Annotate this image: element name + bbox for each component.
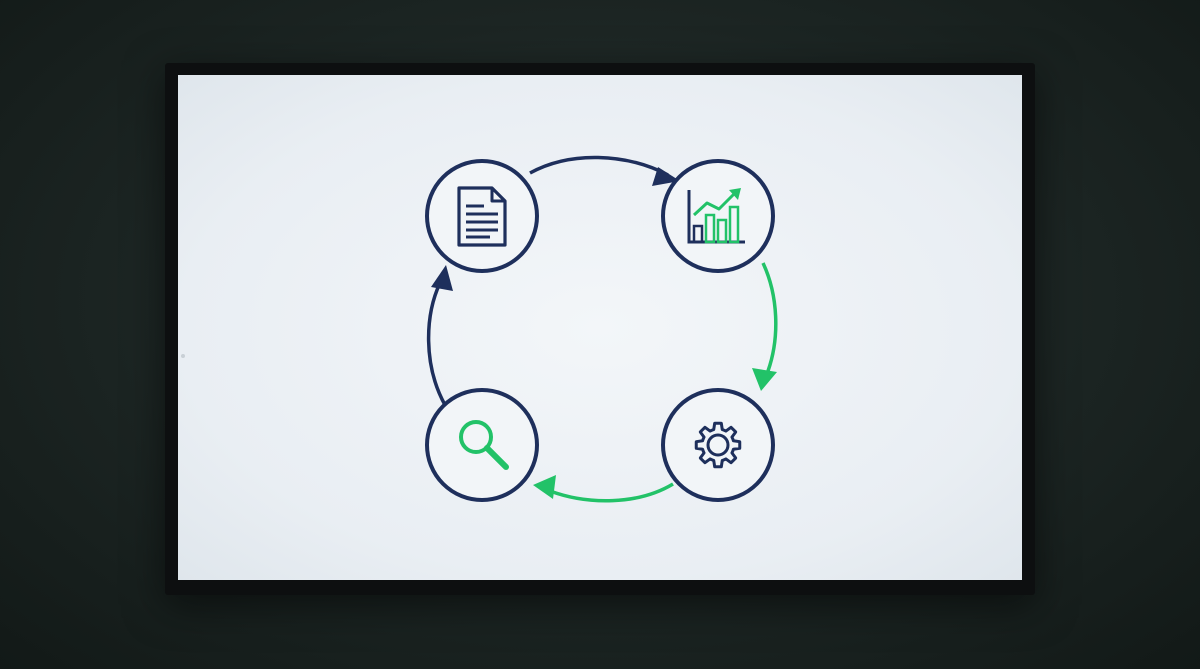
tv-frame bbox=[165, 63, 1035, 595]
node-search bbox=[425, 388, 539, 502]
document-icon bbox=[457, 186, 507, 247]
tv-indicator-light bbox=[181, 354, 185, 358]
bar-chart-growth-icon bbox=[687, 188, 745, 244]
node-analytics bbox=[661, 159, 775, 273]
gear-icon bbox=[694, 421, 742, 469]
magnifier-icon bbox=[459, 420, 509, 470]
arrow-settings-to-search bbox=[549, 482, 674, 503]
arrow-search-to-document bbox=[426, 282, 447, 406]
tv-screen bbox=[178, 75, 1022, 580]
node-document bbox=[425, 159, 539, 273]
arrow-analytics-to-settings bbox=[761, 262, 778, 372]
arrow-document-to-analytics bbox=[529, 155, 669, 177]
cycle-diagram bbox=[425, 155, 778, 503]
arrowhead-green-bottom bbox=[533, 475, 556, 499]
arrowhead-navy-left bbox=[431, 265, 453, 291]
arrowhead-green-right bbox=[752, 368, 777, 391]
node-settings bbox=[661, 388, 775, 502]
